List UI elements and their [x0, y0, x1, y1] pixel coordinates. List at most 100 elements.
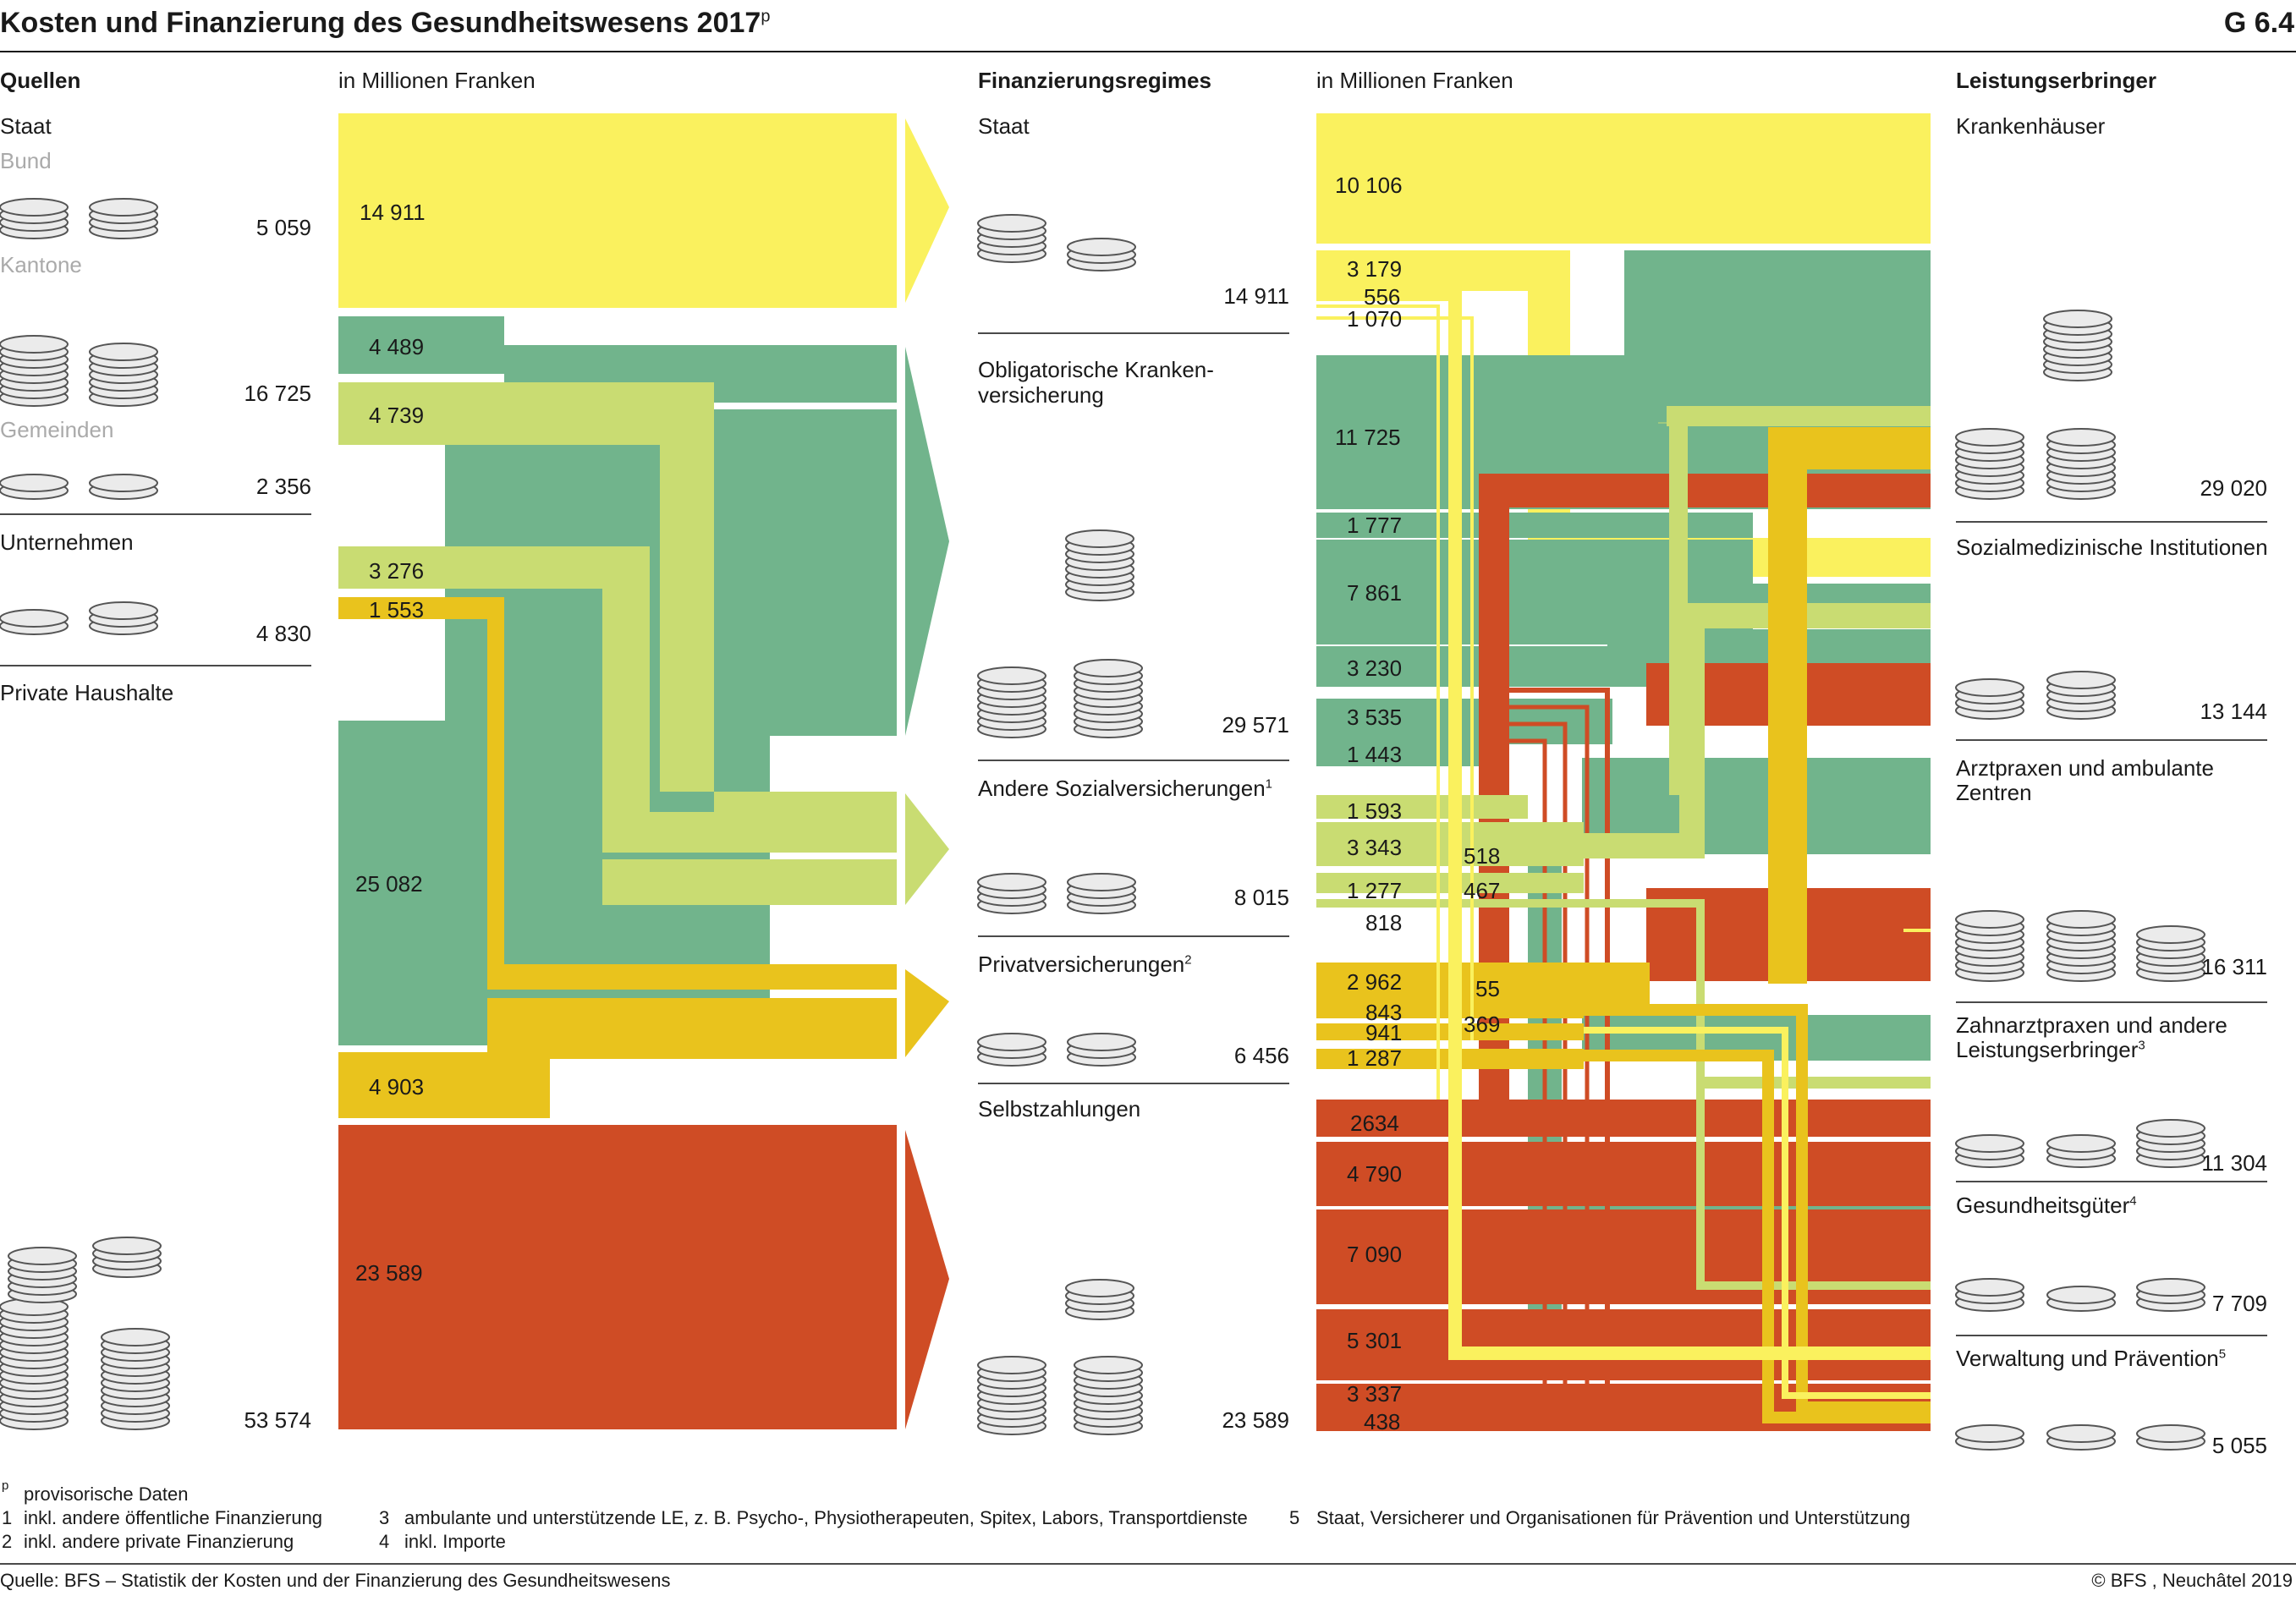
provider-kh-label: Krankenhäuser	[1956, 113, 2106, 139]
flow-bund-to-okv	[338, 316, 504, 374]
provider-zahn-label-1: Zahnarztpraxen und andere	[1956, 1012, 2227, 1038]
regime-selbst-label: Selbstzahlungen	[978, 1096, 1141, 1122]
coin	[8, 1247, 77, 1265]
source-gemeinden-value: 2 356	[255, 474, 311, 499]
source-bund-label: Bund	[0, 148, 52, 173]
footnote-5-mark: 5	[1289, 1507, 1300, 1528]
flow-band-16	[1667, 406, 1931, 426]
sources-header: Quellen	[0, 68, 81, 93]
coin	[0, 198, 69, 217]
source-bund-value: 5 059	[255, 215, 311, 240]
coin	[2046, 1286, 2116, 1304]
source-divider-2	[0, 665, 311, 666]
rflow-7861: 7 861	[1347, 580, 1403, 606]
flow-value-23589: 23 589	[355, 1260, 423, 1286]
coin	[89, 601, 158, 620]
coin	[977, 666, 1046, 685]
provider-zahn-value: 11 304	[2201, 1150, 2267, 1176]
regime-privat-value: 6 456	[1233, 1043, 1289, 1068]
rflow-11725: 11 725	[1335, 425, 1401, 450]
coin-stack-regime-staat-1	[977, 214, 1046, 263]
provider-smi-value: 13 144	[2200, 699, 2267, 724]
coin-stack-regime-selbst-1	[977, 1356, 1046, 1435]
footnote-2-text: inkl. andere private Finanzierung	[24, 1531, 294, 1552]
flow-value-staat: 14 911	[360, 200, 426, 225]
source-kantone-value: 16 725	[244, 381, 311, 406]
coin	[977, 1356, 1046, 1374]
coin	[977, 1033, 1046, 1051]
coin-stack-haushalte-3	[8, 1247, 77, 1303]
provider-gg-label: Gesundheitsgüter4	[1956, 1193, 2137, 1218]
flow-andere-lower	[602, 859, 897, 905]
coin	[977, 873, 1046, 891]
coin	[1955, 1424, 2024, 1443]
rflow-4790: 4 790	[1347, 1161, 1403, 1187]
coin-stack-gg-1	[1955, 1278, 2024, 1312]
rflow-7090: 7 090	[1347, 1242, 1403, 1267]
flow-selbst-4790	[1316, 1142, 1931, 1206]
coin-stack-regime-privat-2	[1067, 1033, 1136, 1067]
footnote-p-mark: p	[2, 1478, 9, 1493]
regime-okv-label-2: versicherung	[978, 382, 1104, 408]
flow-andere-upper	[714, 792, 897, 853]
coin-stack-smi-2	[2046, 671, 2116, 720]
provider-divider-2	[1956, 739, 2267, 741]
coin	[92, 1237, 162, 1255]
flow-privat-upper	[487, 964, 897, 990]
rflow-5301: 5 301	[1347, 1328, 1403, 1353]
coin-stack-arzt-3	[2136, 925, 2205, 982]
flow-andere-vertical-2	[602, 546, 650, 853]
rflow-3230: 3 230	[1347, 655, 1403, 681]
coin	[89, 343, 158, 361]
flow-selbst-2634	[1316, 1100, 1931, 1137]
flow-selbst-438	[1316, 1424, 1931, 1431]
flow-kantone-to-andere	[338, 382, 714, 445]
coin	[1067, 238, 1136, 256]
coin-stack-regime-okv-2	[1074, 659, 1143, 738]
provider-zahn-label-2: Leistungserbringer3	[1956, 1037, 2145, 1062]
flow-privat-vertical	[487, 597, 504, 981]
rflow-1593: 1 593	[1347, 798, 1403, 824]
coin	[2136, 925, 2205, 944]
footnote-p-text: provisorische Daten	[24, 1484, 189, 1505]
coin	[2046, 671, 2116, 689]
footnote-3-text: ambulante und unterstützende LE, z. B. P…	[404, 1507, 1248, 1528]
coin-stack-kantone-1	[0, 335, 69, 407]
arrow-regime-selbst	[905, 1130, 949, 1429]
coin-stack-regime-okv-3	[1065, 529, 1134, 601]
coin	[1955, 910, 2024, 929]
flow-value-3276: 3 276	[369, 558, 425, 584]
rflow-3535: 3 535	[1347, 705, 1403, 730]
regime-divider-1	[978, 332, 1289, 334]
flow-path-11	[1506, 705, 1590, 1404]
flow-andere-vertical-1	[660, 382, 714, 792]
flow-path-12	[1506, 721, 1568, 1404]
coin	[0, 474, 69, 492]
coin	[2043, 310, 2112, 328]
flow-staat-to-kh	[1316, 113, 1931, 244]
footnote-1-mark: 1	[2, 1507, 13, 1528]
flow-andere-1593	[1316, 795, 1528, 819]
provider-divider-5	[1956, 1335, 2267, 1336]
rflow-518: 518	[1464, 843, 1501, 869]
flow-path-19	[1316, 899, 1931, 1290]
arrow-regime-okv	[905, 347, 949, 736]
coin-stack-kh-3	[2043, 310, 2112, 381]
provider-arzt-value: 16 311	[2201, 954, 2267, 979]
coin-stack-regime-staat-2	[1067, 238, 1136, 271]
source-unternehmen-label: Unternehmen	[0, 529, 134, 555]
coin-stack-regime-okv-1	[977, 666, 1046, 738]
coin	[1955, 1134, 2024, 1153]
coin-stack-zahn-2	[2046, 1134, 2116, 1168]
rflow-1070: 1 070	[1347, 306, 1403, 332]
rflow-1777: 1 777	[1347, 513, 1403, 538]
provider-vp-value: 5 055	[2211, 1433, 2267, 1458]
coin-stack-regime-selbst-3	[1065, 1279, 1134, 1320]
provider-gg-value: 7 709	[2211, 1291, 2267, 1316]
flow-andere-join	[650, 812, 714, 853]
coin-stack-unternehmen-2	[89, 601, 158, 635]
title-rule	[0, 51, 2296, 52]
source-divider-1	[0, 513, 311, 515]
flow-path-14	[1584, 603, 1931, 858]
coin	[1955, 678, 2024, 697]
